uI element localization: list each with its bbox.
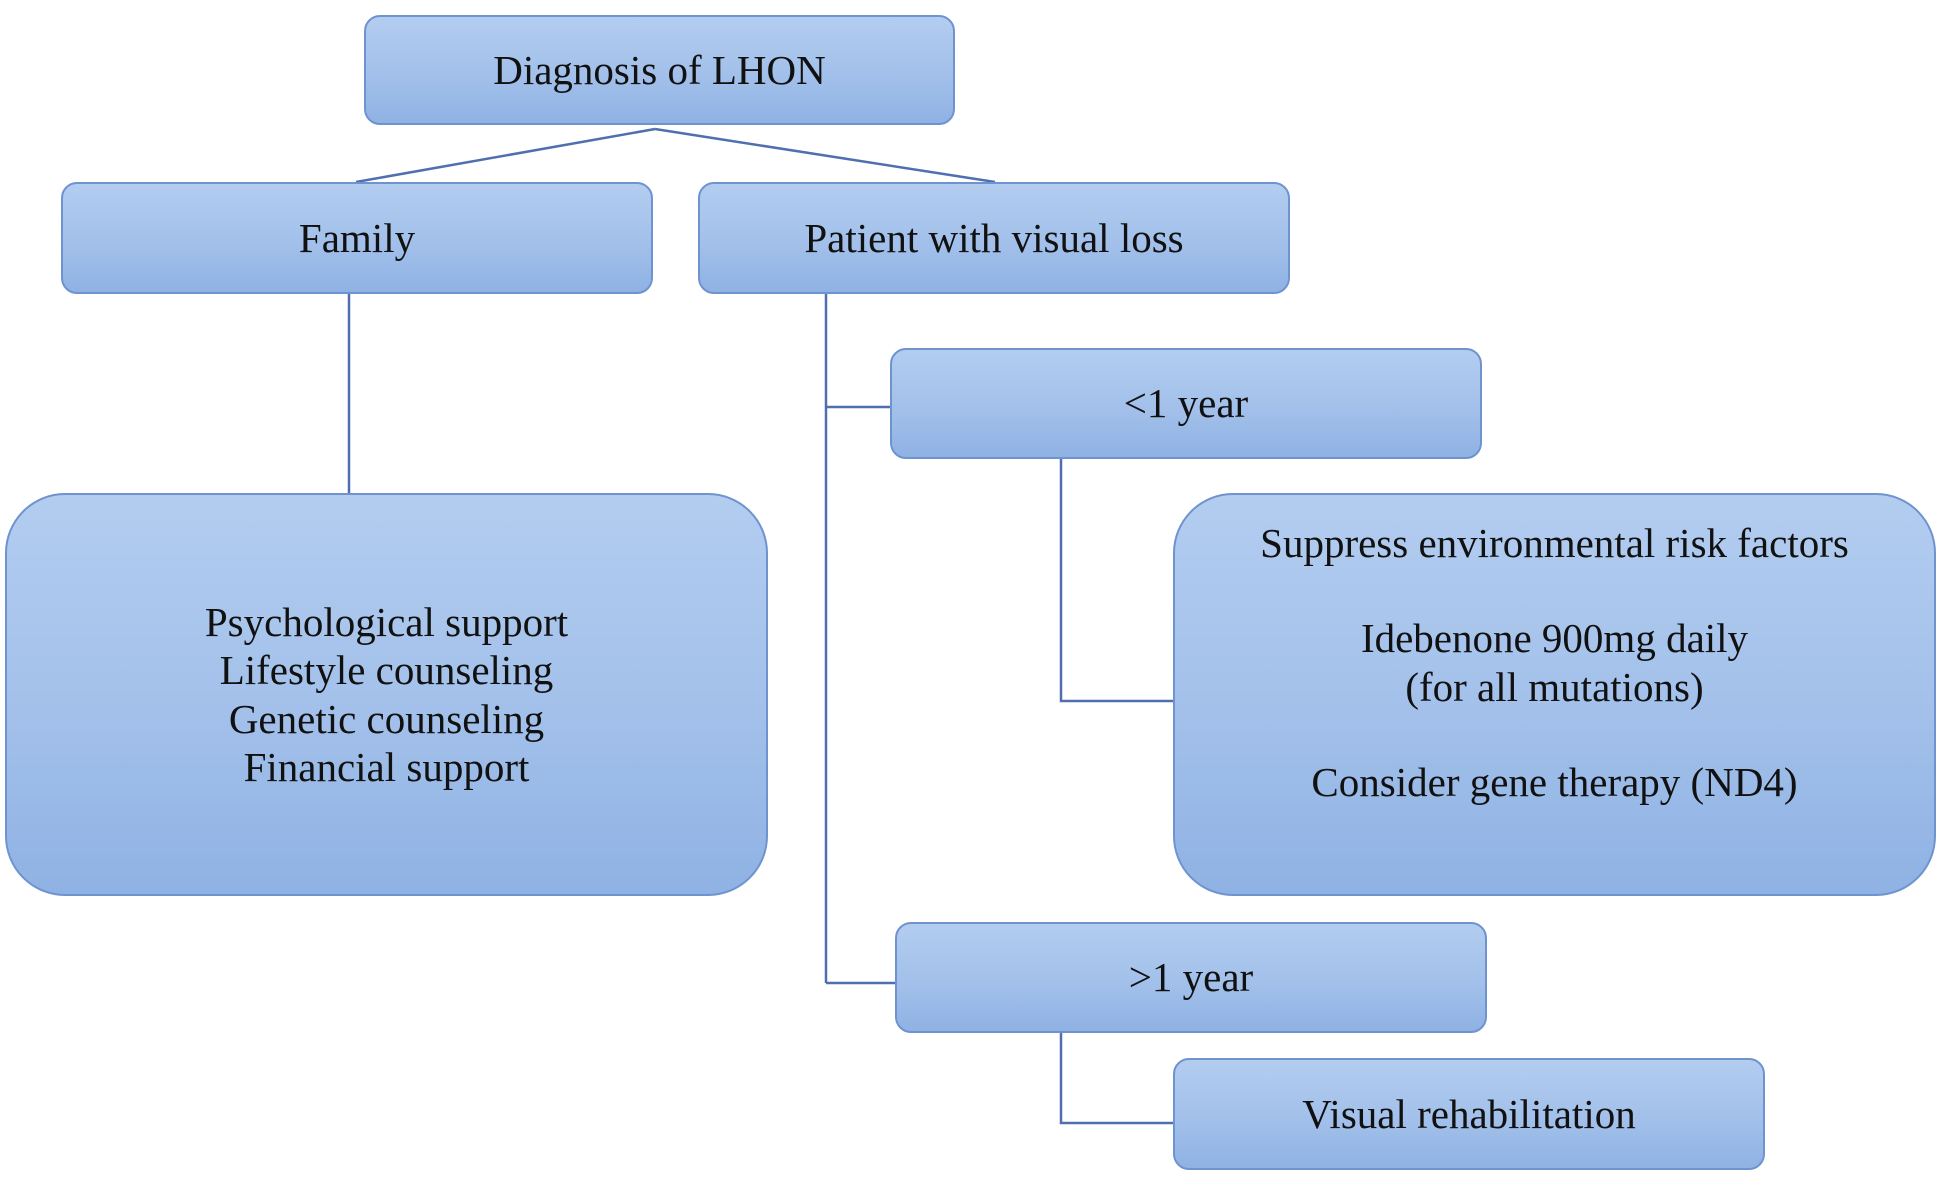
patient-label: Patient with visual loss [804, 214, 1184, 261]
patient-box: Patient with visual loss [698, 182, 1290, 294]
connector-less-than-one-year-to-treatment [1059, 459, 1173, 703]
connector-diagnosis-to-family [355, 127, 656, 184]
less-than-one-year-box: <1 year [890, 348, 1482, 459]
family-support-box: Psychological support Lifestyle counseli… [5, 493, 768, 896]
greater-than-one-year-box: >1 year [895, 922, 1487, 1033]
idebenone-dose-label: Idebenone 900mg daily [1360, 615, 1749, 662]
visual-rehabilitation-label: Visual rehabilitation [1302, 1090, 1636, 1137]
family-box: Family [61, 182, 653, 294]
gene-therapy-label: Consider gene therapy (ND4) [1311, 759, 1798, 806]
diagnosis-box: Diagnosis of LHON [364, 15, 955, 125]
visual-rehabilitation-box: Visual rehabilitation [1173, 1058, 1765, 1170]
less-than-one-year-label: <1 year [1123, 380, 1249, 427]
family-label: Family [298, 214, 416, 261]
suppress-risk-factors-label: Suppress environmental risk factors [1260, 520, 1849, 566]
diagnosis-label: Diagnosis of LHON [493, 46, 826, 93]
psychological-support-label: Psychological support [204, 598, 569, 645]
connector-diagnosis-to-patient [654, 127, 996, 184]
lifestyle-counseling-label: Lifestyle counseling [219, 647, 554, 694]
all-mutations-label: (for all mutations) [1405, 663, 1704, 710]
genetic-counseling-label: Genetic counseling [228, 695, 545, 742]
greater-than-one-year-label: >1 year [1128, 954, 1254, 1001]
financial-support-label: Financial support [243, 743, 530, 790]
treatment-box: Suppress environmental risk factors Ideb… [1173, 493, 1936, 896]
connector-greater-than-one-year-to-rehabilitation [1059, 1033, 1173, 1125]
